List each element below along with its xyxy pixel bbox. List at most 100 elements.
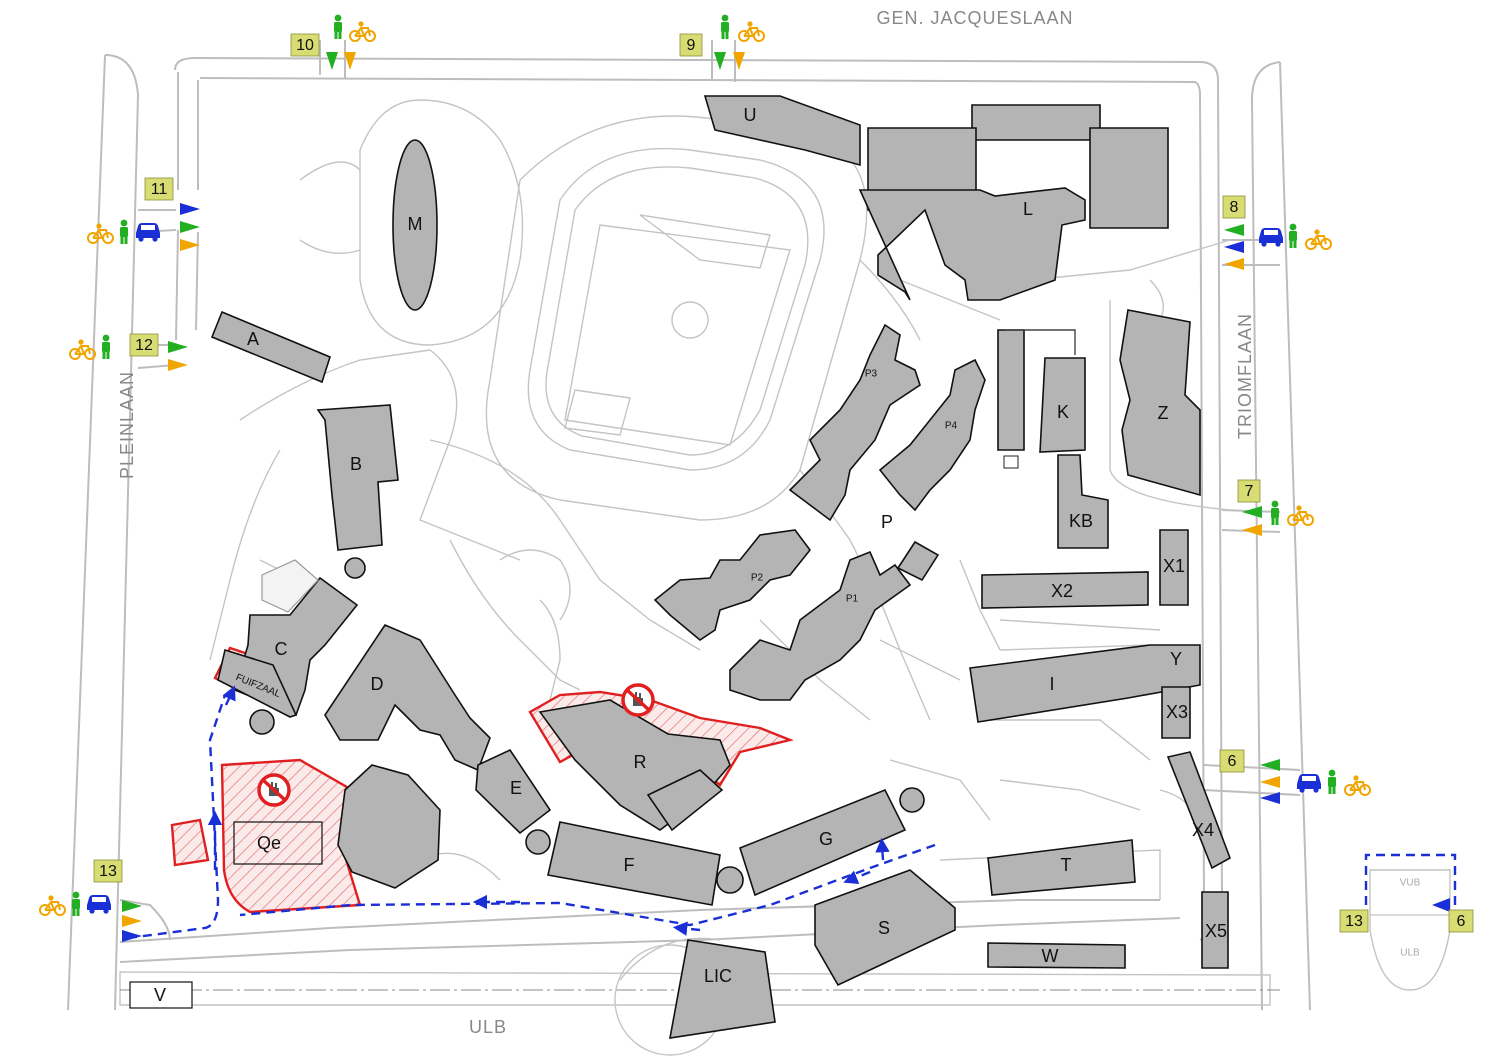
building-z <box>1119 309 1201 497</box>
pedestrian-icon <box>1328 769 1336 794</box>
car-icon <box>136 223 160 242</box>
pedestrian-icon <box>1289 223 1297 248</box>
bicycle-icon <box>1305 228 1332 250</box>
building-label-c: C <box>275 639 288 659</box>
gate-13-label: 13 <box>99 863 117 880</box>
building-label-lic: LIC <box>704 966 732 986</box>
building-label-x4: X4 <box>1192 820 1214 840</box>
building-label-k: K <box>1057 402 1069 422</box>
building-v <box>129 981 193 1009</box>
gate-10-label: 10 <box>296 37 314 54</box>
pedestrian-icon <box>334 14 342 39</box>
street-label-west: PLEINLAAN <box>117 371 137 479</box>
building-t <box>987 839 1136 896</box>
bicycle-icon <box>87 222 114 244</box>
building-label-l: L <box>1023 199 1033 219</box>
street-labels: GEN. JACQUESLAAN PLEINLAAN TRIOMFLAAN UL… <box>117 8 1255 1037</box>
building-label-b: B <box>350 454 362 474</box>
bicycle-icon <box>738 20 765 42</box>
building-e <box>475 748 552 835</box>
building-label-kb: KB <box>1069 511 1093 531</box>
inset-label-vub: VUB <box>1400 878 1421 889</box>
gate-12-label: 12 <box>135 337 153 354</box>
building-label-z: Z <box>1158 403 1169 423</box>
inset-route <box>1364 853 1457 905</box>
building-a <box>210 310 331 384</box>
building-x1 <box>1159 529 1189 606</box>
building-lic <box>669 939 776 1039</box>
building-label-p1: P1 <box>846 594 859 605</box>
building-label-x1: X1 <box>1163 556 1185 576</box>
bicycle-icon <box>349 20 376 42</box>
no-entry-icon <box>257 773 291 807</box>
building-g <box>739 788 907 897</box>
building-label-v: V <box>154 985 166 1005</box>
building-label-qe: Qe <box>257 833 281 853</box>
building-qe-large <box>337 764 441 889</box>
building-p4 <box>878 358 986 512</box>
building-x4 <box>1166 751 1231 870</box>
building-i <box>969 644 1201 723</box>
building-label-i: I <box>1049 674 1054 694</box>
building-k <box>997 329 1025 451</box>
building-k-main <box>1039 357 1086 453</box>
inset-gate-6-label: 6 <box>1457 913 1466 930</box>
building-r-annex <box>646 769 724 832</box>
pedestrian-icon <box>1271 500 1279 525</box>
street-label-south: ULB <box>469 1017 507 1037</box>
building-label-x5: X5 <box>1205 921 1227 941</box>
inset-gate-13-label: 13 <box>1345 913 1363 930</box>
no-entry-icon <box>621 683 655 717</box>
gate-7-label: 7 <box>1245 483 1254 500</box>
building-kb <box>1057 454 1109 549</box>
car-icon <box>87 895 111 914</box>
gate-6-label: 6 <box>1228 753 1237 770</box>
car-icon <box>1259 228 1283 247</box>
building-label-p: P <box>881 512 893 532</box>
building-label-f: F <box>624 855 635 875</box>
building-label-y: Y <box>1170 649 1182 669</box>
bicycle-icon <box>39 894 66 916</box>
building-l <box>858 104 1169 301</box>
building-d <box>324 624 491 772</box>
building-m <box>392 139 438 311</box>
gate-11-label: 11 <box>151 181 168 198</box>
tree-e <box>525 829 551 855</box>
inset-label-ulb: ULB <box>1400 948 1420 959</box>
building-x5 <box>1201 891 1229 969</box>
building-s <box>814 869 956 987</box>
building-label-t: T <box>1061 855 1072 875</box>
building-label-a: A <box>247 329 259 349</box>
tree-c <box>249 709 275 735</box>
pedestrian-icon <box>120 219 128 244</box>
building-label-m: M <box>408 214 423 234</box>
building-label-u: U <box>744 105 757 125</box>
building-c-annex <box>261 559 319 613</box>
building-label-d: D <box>371 674 384 694</box>
building-x3 <box>1161 686 1191 739</box>
road-network <box>67 40 1311 1011</box>
pedestrian-icon <box>721 14 729 39</box>
restricted-zone-small <box>170 818 210 867</box>
building-f <box>547 821 721 906</box>
building-label-x3: X3 <box>1166 702 1188 722</box>
buildings <box>129 95 1231 1039</box>
building-p1 <box>729 550 912 701</box>
gate-flags <box>122 52 1450 942</box>
building-label-s: S <box>878 918 890 938</box>
building-label-p2: P2 <box>751 573 764 584</box>
building-w <box>987 942 1126 969</box>
building-label-w: W <box>1042 946 1059 966</box>
access-route <box>127 685 1457 940</box>
tree-f <box>716 866 744 894</box>
building-qe <box>233 821 323 865</box>
gate-8-label: 8 <box>1230 199 1239 216</box>
bicycle-icon <box>69 338 96 360</box>
building-label-x2: X2 <box>1051 581 1073 601</box>
inset-map: VUB ULB 13 6 <box>1339 878 1474 959</box>
car-icon <box>1297 774 1321 793</box>
building-label-e: E <box>510 778 522 798</box>
bicycle-icon <box>1287 504 1314 526</box>
gate-labels: 10 9 8 7 6 11 12 13 <box>93 33 1261 883</box>
